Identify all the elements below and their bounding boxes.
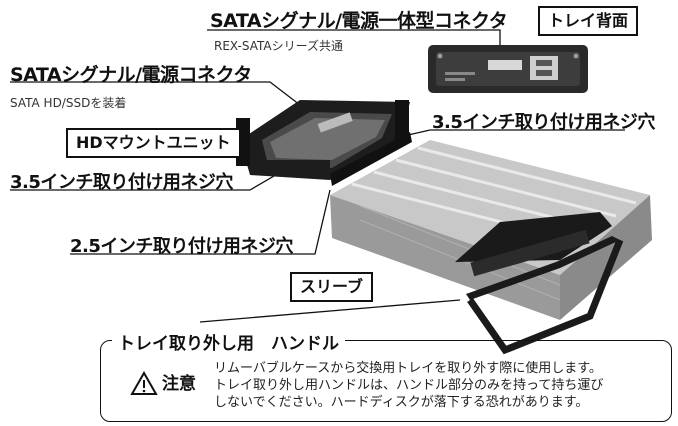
label-hd-mount: HDマウントユニット [66,128,241,158]
label-connector: SATAシグナル/電源コネクタ [10,64,252,86]
leader-handle [199,299,461,323]
label-integrated-connector: SATAシグナル/電源一体型コネクタ [210,10,508,32]
label-hole-35-left: 3.5インチ取り付け用ネジ穴 [10,172,233,193]
warning-icon [130,370,158,395]
sleeve [330,140,652,355]
label-rex-common: REX-SATAシリーズ共通 [214,39,343,53]
tray-back-panel [428,45,588,93]
caution-text: リムーバブルケースから交換用トレイを取り外す際に使用します。 トレイ取り外し用ハ… [214,360,603,411]
caution-title: トレイ取り外し用 ハンドル [112,329,345,354]
label-hd-attach: SATA HD/SSDを装着 [10,96,127,110]
caution-box [100,340,672,422]
label-tray-back: トレイ背面 [538,6,639,36]
leader-hole25 [70,189,331,255]
label-hole-35-right: 3.5インチ取り付け用ネジ穴 [432,112,655,133]
caution-line: リムーバブルケースから交換用トレイを取り外す際に使用します。 [214,361,602,376]
label-hole-25: 2.5インチ取り付け用ネジ穴 [70,236,293,257]
caution-heading: 注意 [162,374,196,394]
caution-line: しないでください。ハードディスクが落下する恐れがあります。 [214,395,589,410]
caution-line: トレイ取り外し用ハンドルは、ハンドル部分のみを持って持ち運び [214,378,604,393]
label-sleeve: スリーブ [290,272,374,302]
